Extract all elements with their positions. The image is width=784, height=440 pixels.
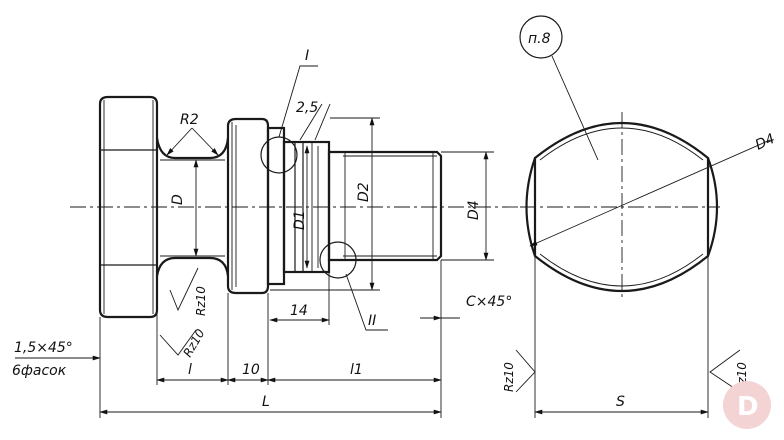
label-D1: D1 [292, 210, 308, 230]
label-note: п.8 [528, 31, 551, 47]
note-bubble [519, 15, 563, 59]
groove-leader [299, 103, 323, 141]
rough-mark-3 [515, 349, 536, 393]
r2-leader-right [191, 127, 219, 156]
label-rough-1: Rz10 [194, 286, 208, 316]
rough-mark-2 [159, 329, 197, 356]
label-D2: D2 [356, 182, 372, 202]
label-D: D [170, 194, 186, 205]
label-14: 14 [290, 303, 308, 319]
watermark-logo: D [737, 392, 759, 422]
end-arc-right [706, 157, 719, 257]
label-L: L [262, 394, 270, 410]
label-l: l [188, 362, 192, 378]
groove-leader-2 [314, 103, 331, 141]
label-S: S [616, 394, 625, 410]
leader-I [278, 65, 318, 138]
label-chamfer-head: 1,5×45° [14, 340, 73, 356]
note-leader [551, 55, 599, 161]
r2-leader-left [166, 127, 193, 156]
detail-circle-I [260, 136, 298, 174]
label-detail-II: II [368, 313, 376, 329]
label-r2: R2 [180, 112, 199, 128]
label-l1: l1 [350, 362, 363, 378]
label-rough-3: Rz10 [502, 362, 516, 392]
label-rough-2: Rz10 [180, 326, 207, 359]
threaded-end [327, 150, 443, 262]
label-D4: D4 [466, 200, 482, 220]
label-groove: 2,5 [296, 100, 318, 116]
neck [155, 137, 230, 277]
label-D4-view: D4 [753, 131, 778, 154]
end-view [515, 15, 771, 418]
leader-II [345, 273, 388, 331]
end-flat-bot [539, 253, 704, 287]
rough-mark-1 [169, 267, 199, 312]
label-chamfer-note: 6фасок [12, 363, 67, 379]
label-detail-I: I [305, 48, 309, 64]
hex-head [98, 95, 159, 319]
label-chamfer-c: C×45° [466, 294, 512, 310]
watermark-circle [723, 381, 771, 429]
rough-mark-4 [709, 349, 741, 393]
bolt-side-view [15, 65, 520, 418]
detail-circle-II [319, 241, 357, 279]
collar [226, 117, 270, 295]
label-10: 10 [242, 362, 260, 378]
dim-line-D4-view [529, 139, 771, 247]
end-flat-top [539, 127, 704, 161]
